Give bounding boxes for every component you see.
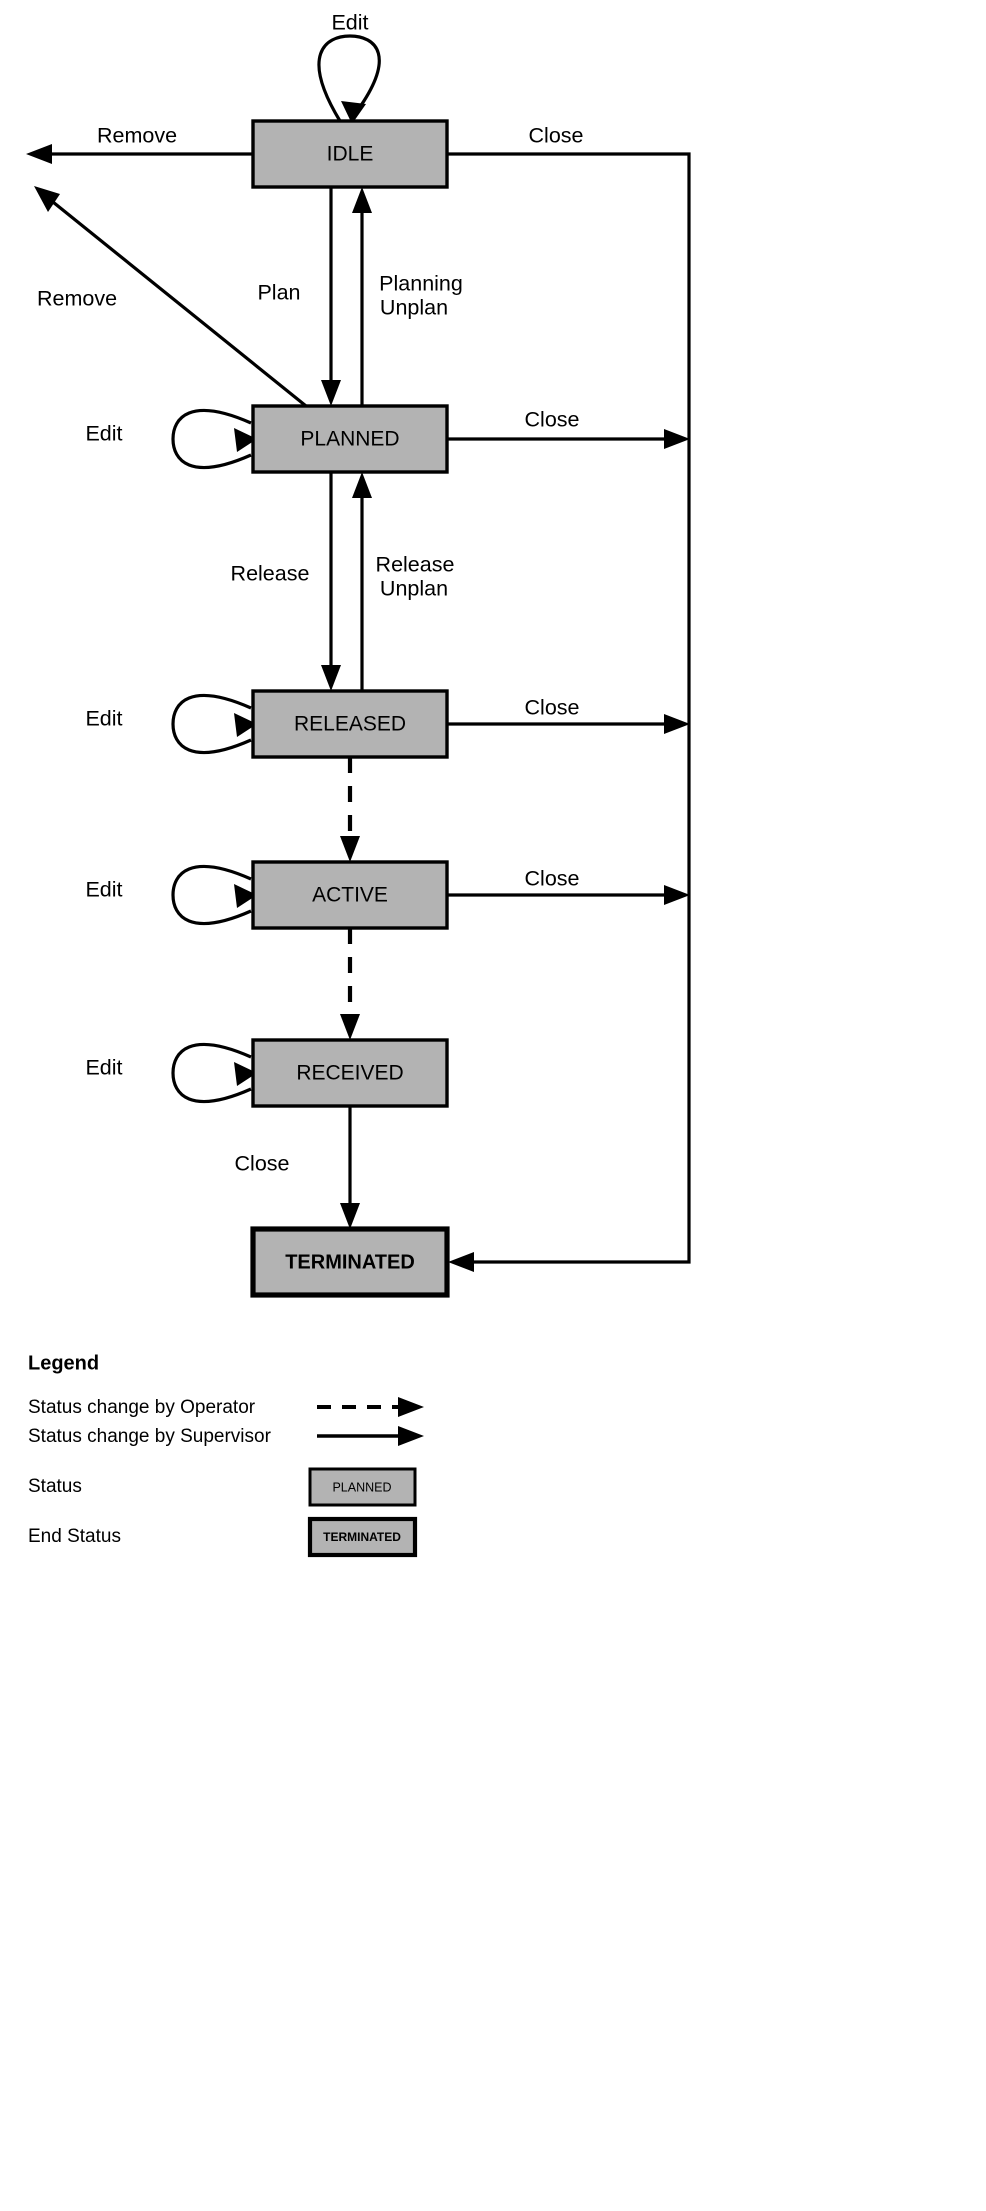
transition-planned-close: Close	[447, 408, 690, 449]
arrowhead-plan	[321, 380, 341, 406]
transition-active-close: Close	[447, 867, 690, 905]
arrowhead-release-unplan	[352, 472, 372, 498]
transition-release-unplan: Release Unplan	[352, 472, 454, 691]
edge-label-release-unplan-1: Release	[376, 553, 455, 577]
transition-idle-remove: Remove	[26, 124, 253, 164]
state-label-received: RECEIVED	[296, 1062, 403, 1085]
state-box-terminated[interactable]	[250, 1226, 450, 1298]
edge-label-planning-unplan-1: Planning	[379, 272, 463, 296]
legend-row-supervisor: Status change by Supervisor	[28, 1426, 424, 1447]
state-node-idle[interactable]: IDLE	[251, 119, 449, 189]
edge-label-active-close: Close	[525, 867, 580, 891]
legend-label-operator: Status change by Operator	[28, 1397, 256, 1418]
edge-label-planned-edit: Edit	[85, 422, 122, 446]
transition-planned-remove: Remove	[34, 186, 313, 412]
state-node-received[interactable]: RECEIVED	[251, 1038, 449, 1108]
arrowhead-release	[321, 665, 341, 691]
edge-label-active-edit: Edit	[85, 878, 122, 902]
arrowhead-released-close	[664, 714, 690, 734]
state-node-terminated[interactable]: TERMINATED	[250, 1226, 450, 1298]
arrowhead-idle-close	[448, 1252, 474, 1272]
arrowhead-legend-operator	[398, 1397, 424, 1417]
arrowhead-idle-edit	[341, 101, 366, 124]
arrowhead-active-close	[664, 885, 690, 905]
arrowhead-idle-remove	[26, 144, 52, 164]
transition-plan: Plan	[257, 187, 341, 406]
transition-planning-unplan: Planning Unplan	[352, 187, 463, 406]
transition-planned-edit: Edit	[85, 408, 257, 470]
arrowhead-active-edit	[234, 884, 257, 908]
state-box-planned[interactable]	[251, 404, 449, 474]
state-box-received[interactable]	[251, 1038, 449, 1108]
edge-label-received-close: Close	[235, 1152, 290, 1176]
transition-active-to-received	[340, 928, 360, 1040]
state-box-released[interactable]	[251, 689, 449, 759]
legend-label-supervisor: Status change by Supervisor	[28, 1426, 272, 1447]
edge-label-release: Release	[231, 562, 310, 586]
transition-idle-edit: Edit	[317, 11, 381, 124]
edge-label-plan: Plan	[257, 281, 300, 305]
state-label-released: RELEASED	[294, 713, 406, 736]
arrowhead-received-edit	[234, 1062, 257, 1086]
arrowhead-released-edit	[234, 713, 257, 737]
arrowhead-planned-remove	[34, 186, 60, 212]
arrowhead-planned-edit	[234, 428, 257, 452]
edge-label-received-edit: Edit	[85, 1056, 122, 1080]
edge-label-idle-edit: Edit	[331, 11, 368, 35]
arrowhead-legend-supervisor	[398, 1426, 424, 1446]
legend-row-status: Status PLANNED	[28, 1467, 417, 1507]
state-label-planned: PLANNED	[300, 428, 399, 451]
transition-received-close: Close	[235, 1106, 360, 1229]
legend-end-status-box	[307, 1516, 418, 1558]
legend-status-box-label: PLANNED	[332, 1480, 391, 1494]
arrowhead-received-close	[340, 1203, 360, 1229]
edge-label-idle-remove: Remove	[97, 124, 177, 148]
edge-label-planned-close: Close	[525, 408, 580, 432]
state-box-idle[interactable]	[251, 119, 449, 189]
arrowhead-active-to-received	[340, 1014, 360, 1040]
legend-end-status-box-label: TERMINATED	[323, 1530, 401, 1544]
transition-active-edit: Edit	[85, 864, 257, 926]
state-node-released[interactable]: RELEASED	[251, 689, 449, 759]
legend-label-status: Status	[28, 1476, 82, 1497]
state-box-active[interactable]	[251, 860, 449, 930]
legend-title: Legend	[28, 1352, 99, 1374]
transition-released-edit: Edit	[85, 693, 257, 755]
transition-received-edit: Edit	[85, 1042, 257, 1104]
state-label-terminated: TERMINATED	[285, 1251, 415, 1273]
transition-idle-close: Close	[447, 124, 691, 1272]
state-label-active: ACTIVE	[312, 884, 388, 907]
edge-label-planned-remove: Remove	[37, 287, 117, 311]
edge-label-idle-close: Close	[529, 124, 584, 148]
arrowhead-planning-unplan	[352, 187, 372, 213]
edge-label-planning-unplan-2: Unplan	[380, 296, 448, 320]
legend-status-box	[308, 1467, 417, 1507]
legend-label-end-status: End Status	[28, 1526, 121, 1547]
state-label-idle: IDLE	[327, 143, 374, 166]
arrowhead-released-to-active	[340, 836, 360, 862]
state-node-active[interactable]: ACTIVE	[251, 860, 449, 930]
edge-label-released-close: Close	[525, 696, 580, 720]
transition-release: Release	[231, 472, 341, 691]
edge-label-released-edit: Edit	[85, 707, 122, 731]
legend-row-operator: Status change by Operator	[28, 1397, 424, 1418]
edge-label-release-unplan-2: Unplan	[380, 577, 448, 601]
state-node-planned[interactable]: PLANNED	[251, 404, 449, 474]
transition-released-close: Close	[447, 696, 690, 734]
arrowhead-planned-close	[664, 429, 690, 449]
transition-released-to-active	[340, 757, 360, 862]
legend-row-end-status: End Status TERMINATED	[28, 1516, 418, 1558]
legend: Legend Status change by Operator Status …	[28, 1352, 424, 1558]
